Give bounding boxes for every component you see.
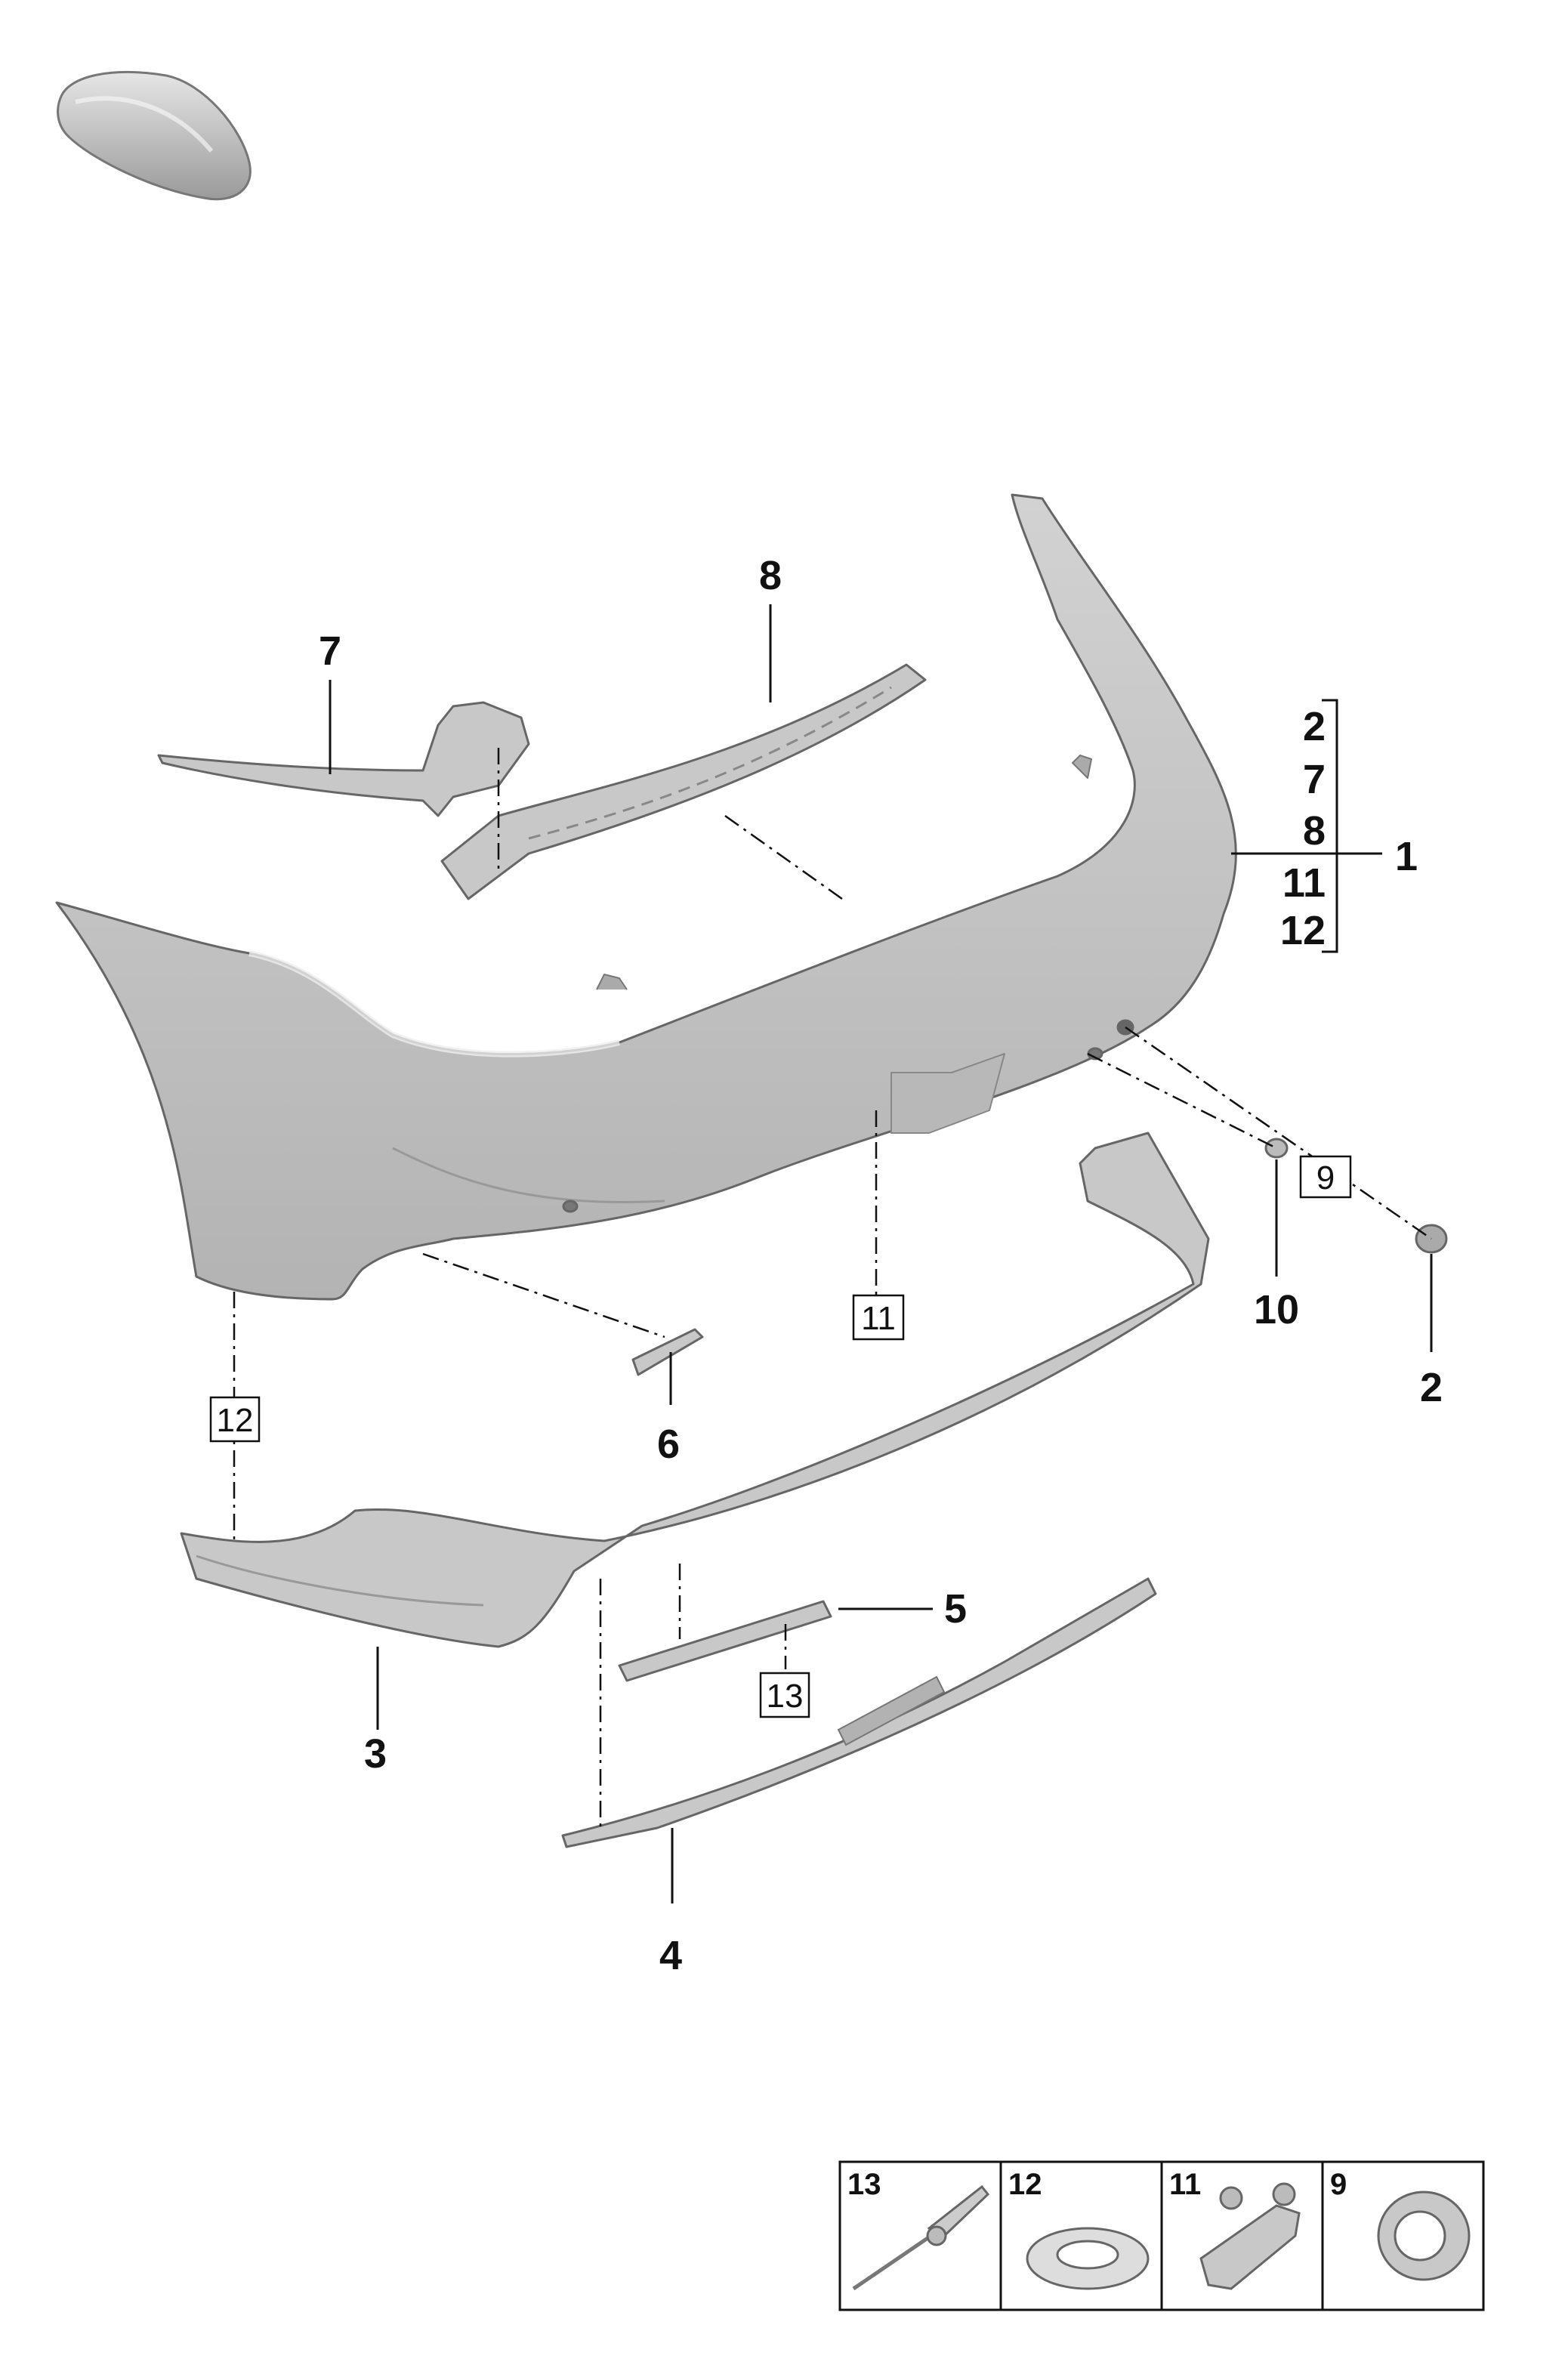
callout-6: 6 xyxy=(657,1422,680,1467)
callout-8: 8 xyxy=(759,553,782,598)
group-item: 11 xyxy=(1282,860,1326,906)
callout-3: 3 xyxy=(364,1731,387,1777)
group-item: 8 xyxy=(1303,808,1326,854)
callout-10: 10 xyxy=(1254,1287,1299,1332)
clip-ring-icon xyxy=(1026,2227,1150,2290)
small-parts-legend: 13 12 11 9 xyxy=(838,2160,1485,2311)
trim-strip-long xyxy=(561,1577,1157,1848)
boxed-ref-12: 12 xyxy=(209,1396,261,1443)
legend-cell-12: 12 xyxy=(1008,2168,1150,2290)
group-item: 7 xyxy=(1303,757,1326,802)
small-bracket xyxy=(631,1328,704,1376)
part-1-group-list: 2 7 8 11 12 xyxy=(1280,704,1326,953)
bracket-clip-icon xyxy=(1199,2182,1301,2290)
svg-text:12: 12 xyxy=(1008,2168,1042,2201)
svg-text:13: 13 xyxy=(847,2168,881,2201)
rail-bracket-left xyxy=(157,701,530,817)
rivet-icon xyxy=(852,2184,990,2291)
svg-text:13: 13 xyxy=(767,1678,804,1715)
assembly-lines xyxy=(233,748,1432,1828)
rail-bracket-center xyxy=(440,663,927,900)
callout-5: 5 xyxy=(944,1586,967,1632)
vehicle-thumbnail-icon xyxy=(57,70,252,201)
diffuser xyxy=(180,1132,1210,1648)
spacer-nut xyxy=(1264,1138,1289,1159)
callout-7: 7 xyxy=(319,628,341,674)
callout-1: 1 xyxy=(1395,834,1418,879)
legend-cell-9: 9 xyxy=(1330,2168,1471,2281)
svg-text:11: 11 xyxy=(1169,2168,1201,2201)
legend-cell-13: 13 xyxy=(847,2168,990,2291)
svg-text:9: 9 xyxy=(1316,1159,1335,1196)
callout-4: 4 xyxy=(659,1933,682,1978)
boxed-ref-13: 13 xyxy=(759,1672,810,1718)
callout-2: 2 xyxy=(1420,1365,1443,1410)
svg-text:11: 11 xyxy=(861,1300,896,1337)
legend-cell-11: 11 xyxy=(1169,2168,1301,2290)
bumper-cover xyxy=(55,493,1237,1301)
trim-strip-small xyxy=(618,1600,832,1682)
leader-lines xyxy=(329,604,1433,1903)
svg-text:12: 12 xyxy=(217,1402,254,1439)
group-item: 2 xyxy=(1303,704,1326,749)
group-item: 12 xyxy=(1280,908,1326,953)
grommet-icon xyxy=(1377,2191,1471,2281)
svg-text:9: 9 xyxy=(1330,2168,1347,2201)
boxed-ref-11: 11 xyxy=(852,1294,905,1341)
boxed-ref-9: 9 xyxy=(1299,1155,1352,1199)
